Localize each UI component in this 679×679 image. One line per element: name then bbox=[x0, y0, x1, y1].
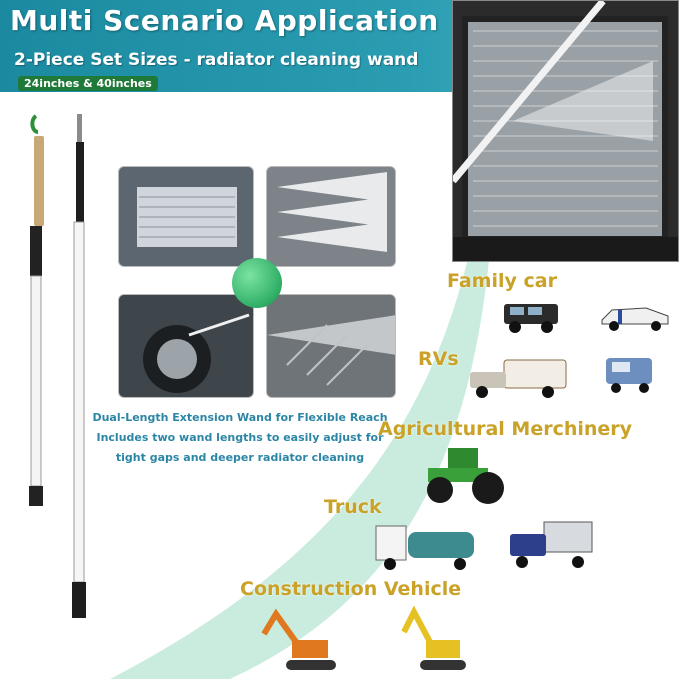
page-subtitle: 2-Piece Set Sizes - radiator cleaning wa… bbox=[14, 50, 419, 70]
spray-jets-photo bbox=[266, 166, 396, 267]
description-line-3: tight gaps and deeper radiator cleaning bbox=[115, 451, 365, 464]
wand-pair bbox=[29, 114, 86, 618]
suv-illustration bbox=[504, 304, 558, 333]
description-line-2: Includes two wand lengths to easily adju… bbox=[96, 431, 384, 444]
scenario-label-truck: Truck bbox=[324, 496, 382, 518]
tractor-illustration bbox=[427, 448, 504, 504]
sports-car-illustration bbox=[601, 307, 669, 331]
scenario-label-agricultural: Agricultural Merchinery bbox=[378, 418, 633, 440]
scenario-label-construction: Construction Vehicle bbox=[240, 578, 462, 600]
yellow-excavator-illustration bbox=[401, 605, 466, 670]
long-wand bbox=[72, 114, 86, 618]
rv-illustration bbox=[470, 359, 567, 398]
semi-truck-blue-illustration bbox=[606, 358, 652, 393]
wheel-cleaning-photo bbox=[118, 294, 254, 398]
orange-excavator-illustration bbox=[261, 608, 336, 670]
big-rig-illustration bbox=[510, 521, 593, 568]
radiator-closeup-photo bbox=[118, 166, 254, 267]
scenario-label-family-car: Family car bbox=[447, 270, 557, 292]
fin-spray-photo bbox=[266, 294, 396, 398]
wand-description: Dual-Length Extension Wand for Flexible … bbox=[80, 408, 400, 468]
short-wand bbox=[29, 114, 44, 506]
radiator-photo bbox=[452, 0, 679, 262]
scenario-label-rvs: RVs bbox=[418, 348, 459, 370]
green-ball-decoration bbox=[232, 258, 282, 308]
tanker-truck-illustration bbox=[375, 525, 474, 570]
page-title: Multi Scenario Application bbox=[10, 4, 439, 37]
description-line-1: Dual-Length Extension Wand for Flexible … bbox=[92, 411, 388, 424]
size-badge: 24inches & 40inches bbox=[18, 76, 158, 91]
